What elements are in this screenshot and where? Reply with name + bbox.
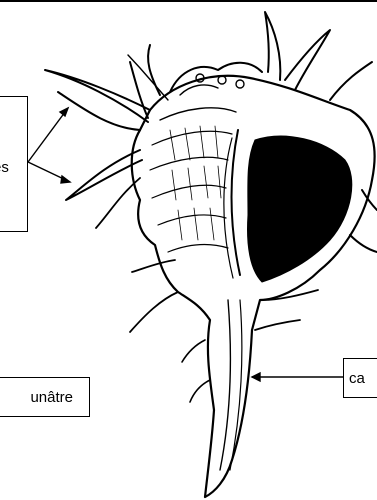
spine-arrowhead-upper — [60, 108, 68, 116]
spine-arrowhead-lower — [61, 176, 70, 183]
canal-label-box: ca — [343, 358, 377, 398]
spines-label: es — [0, 159, 9, 177]
murex-shell — [45, 12, 377, 497]
spine-arrow-upper — [28, 108, 68, 162]
color-label-box: unâtre — [0, 377, 90, 417]
color-label: unâtre — [30, 389, 73, 407]
canal-arrowhead — [252, 373, 260, 381]
spines-label-box: es — [0, 96, 28, 232]
canal-label: ca — [349, 370, 365, 388]
